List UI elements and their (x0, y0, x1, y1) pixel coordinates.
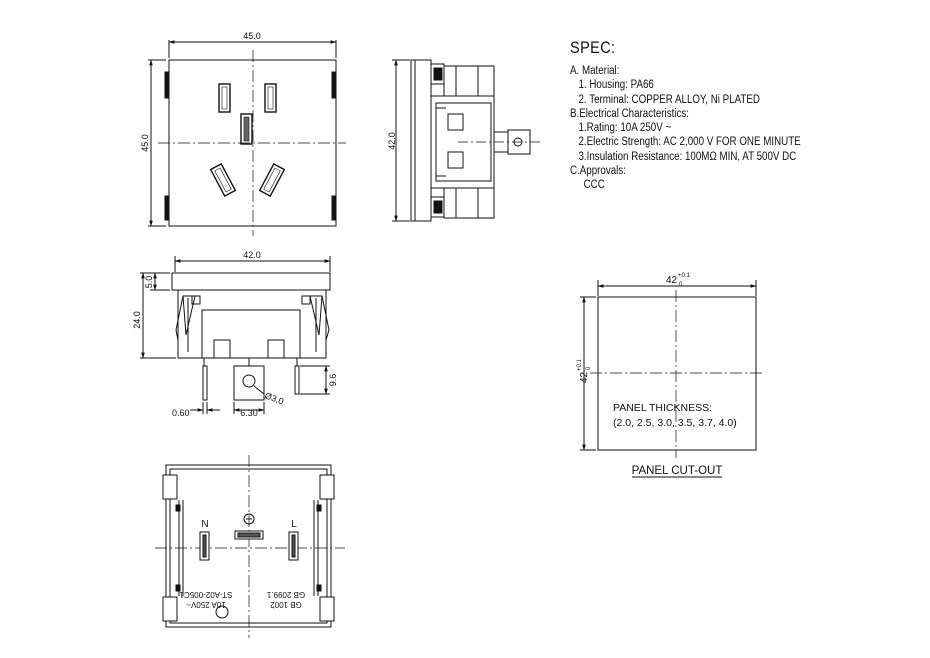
panel-thickness-label: PANEL THICKNESS: (613, 402, 712, 414)
cutout-height-tol: +0.1 (577, 358, 583, 371)
cutout-height-label: 42 +0.1 0 (577, 358, 592, 383)
flange-dim: 5.0 (144, 276, 154, 289)
side-view (392, 59, 540, 222)
rear-marking-3: GB 2099.1 (266, 590, 305, 599)
spec-approval-ccc: CCC (583, 179, 605, 192)
spec-terminal: 2. Terminal: COPPER ALLOY, Ni PLATED (578, 93, 760, 106)
cutout-height-tol-low: 0 (586, 366, 592, 370)
spec-approvals-heading: C.Approvals: (570, 165, 626, 178)
panel-cutout (580, 280, 764, 478)
bottom-width-dim: 42.0 (243, 250, 261, 260)
neutral-label: N (201, 519, 208, 530)
rear-marking-1: ST-A02-005C1 (179, 590, 232, 599)
cutout-width-label: 42 +0.1 0 (666, 273, 691, 288)
cutout-title: PANEL CUT-OUT (632, 465, 723, 477)
spec-housing: 1. Housing: PA66 (578, 79, 654, 92)
spec-title: SPEC: (570, 38, 616, 57)
cutout-height-dim: 42 (579, 371, 590, 383)
bottom-view (140, 256, 331, 414)
front-height-dim: 45.0 (140, 134, 150, 152)
spec-block: SPEC: A. Material: 1. Housing: PA66 2. T… (570, 38, 910, 193)
spec-material-heading: A. Material: (570, 65, 620, 77)
pin-pitch-dim: 6.30 (240, 408, 258, 418)
spec-insulation-resistance: 3.Insulation Resistance: 100MΩ MIN, AT 5… (578, 150, 797, 163)
spec-rating: 1.Rating: 10A 250V ~ (578, 122, 672, 135)
cutout-width-tol: +0.1 (678, 273, 691, 279)
rear-view (155, 455, 345, 638)
rear-marking-2: 10A 250V~ (186, 600, 226, 609)
cutout-width-tol-low: 0 (679, 282, 683, 288)
live-label: L (291, 519, 297, 530)
spec-electrical-heading: B.Electrical Characteristics: (570, 107, 689, 120)
rear-marking-4: GB 1002 (270, 600, 302, 609)
pin-length-dim: 9.6 (328, 374, 338, 387)
front-width-dim: 45.0 (243, 31, 261, 41)
panel-thickness-values: (2.0, 2.5, 3.0, 3.5, 3.7, 4.0) (613, 417, 737, 429)
spec-electric-strength: 2.Electric Strength: AC 2,000 V FOR ONE … (578, 136, 801, 149)
side-height-dim: 42.0 (387, 132, 397, 150)
front-view (148, 40, 346, 236)
hole-dim: Ø3.0 (263, 390, 285, 406)
pin-thickness-dim: 0.60 (172, 408, 190, 418)
cutout-width-dim: 42 (666, 275, 678, 286)
depth-dim: 24.0 (132, 311, 142, 329)
